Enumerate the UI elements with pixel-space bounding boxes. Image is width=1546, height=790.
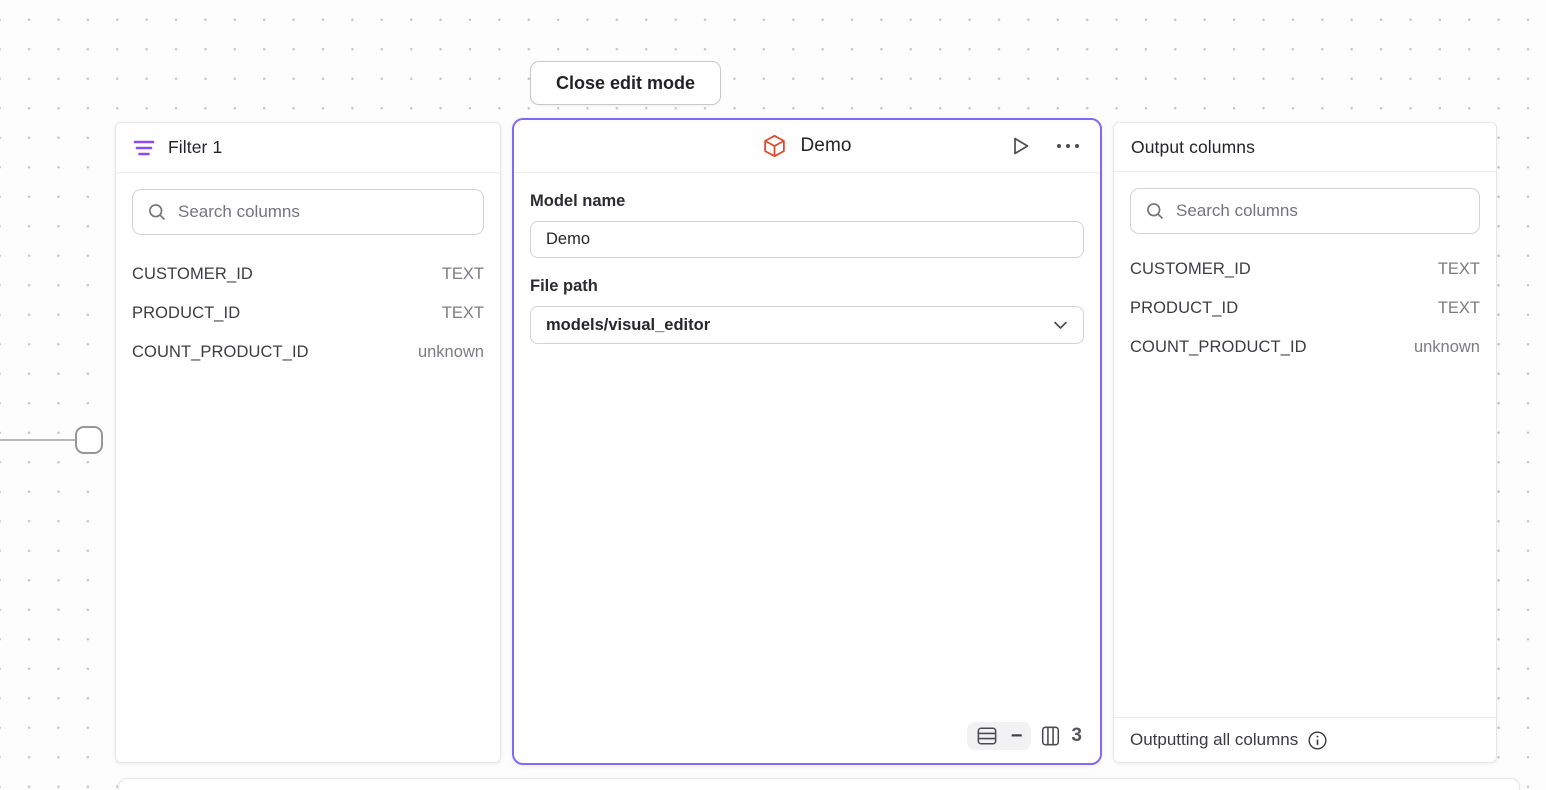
info-icon[interactable] <box>1307 730 1328 751</box>
model-cube-icon <box>762 133 787 159</box>
column-row[interactable]: PRODUCT_ID TEXT <box>1130 289 1480 328</box>
run-model-button[interactable] <box>1008 134 1032 158</box>
column-name: PRODUCT_ID <box>1130 299 1239 317</box>
model-name-label: Model name <box>530 192 626 210</box>
filter-panel-title: Filter 1 <box>168 137 223 157</box>
column-row[interactable]: COUNT_PRODUCT_ID unknown <box>1130 328 1480 367</box>
chevron-down-icon <box>1053 320 1068 330</box>
filter-search-box[interactable] <box>132 189 484 235</box>
column-type: TEXT <box>1437 260 1480 278</box>
column-row[interactable]: COUNT_PRODUCT_ID unknown <box>132 333 484 372</box>
search-icon <box>147 202 167 222</box>
filter-panel: Filter 1 CUSTOMER_ID TEXT PRODUCT_ID TEX <box>115 122 501 763</box>
column-name: COUNT_PRODUCT_ID <box>132 343 309 361</box>
filter-search-input[interactable] <box>178 202 469 222</box>
model-panel-title: Demo <box>800 135 852 156</box>
column-type: TEXT <box>441 265 484 283</box>
output-column-list: CUSTOMER_ID TEXT PRODUCT_ID TEXT COUNT_P… <box>1130 250 1480 367</box>
row-count-stat[interactable]: − <box>966 722 1032 750</box>
filter-panel-header: Filter 1 <box>116 123 500 173</box>
connector-edge <box>0 439 77 441</box>
column-row[interactable]: CUSTOMER_ID TEXT <box>132 255 484 294</box>
output-panel-title: Output columns <box>1131 136 1255 157</box>
output-panel-header: Output columns <box>1114 123 1496 172</box>
output-footer-text: Outputting all columns <box>1130 730 1299 749</box>
column-name: COUNT_PRODUCT_ID <box>1130 338 1307 356</box>
table-rows-icon <box>976 726 998 746</box>
column-type: TEXT <box>441 304 484 322</box>
filter-icon <box>133 139 155 157</box>
ellipsis-icon <box>1055 142 1081 150</box>
column-type: unknown <box>1413 338 1480 356</box>
file-path-select[interactable]: models/visual_editor <box>530 306 1084 344</box>
filter-column-list: CUSTOMER_ID TEXT PRODUCT_ID TEXT COUNT_P… <box>132 255 484 372</box>
row-count-value: − <box>1010 725 1023 747</box>
file-path-label: File path <box>530 277 598 295</box>
output-search-box[interactable] <box>1130 188 1480 234</box>
model-panel-header: Demo <box>514 120 1100 173</box>
file-path-value: models/visual_editor <box>546 315 711 334</box>
table-columns-icon <box>1040 725 1061 747</box>
bottom-panel <box>118 778 1520 790</box>
column-name: CUSTOMER_ID <box>1130 260 1251 278</box>
output-footer: Outputting all columns <box>1114 717 1496 762</box>
connector-handle[interactable] <box>75 426 103 454</box>
column-name: CUSTOMER_ID <box>132 265 253 283</box>
column-name: PRODUCT_ID <box>132 304 241 322</box>
column-row[interactable]: CUSTOMER_ID TEXT <box>1130 250 1480 289</box>
output-search-input[interactable] <box>1176 201 1465 221</box>
model-menu-button[interactable] <box>1055 142 1081 150</box>
output-columns-panel: Output columns CUSTOMER_ID TEXT PRODUCT_… <box>1113 122 1497 763</box>
column-count-value: 3 <box>1071 725 1082 746</box>
search-icon <box>1145 201 1165 221</box>
model-panel: Demo Mod <box>512 118 1102 765</box>
column-type: TEXT <box>1437 299 1480 317</box>
play-icon <box>1008 134 1032 158</box>
model-name-input[interactable] <box>530 221 1084 258</box>
column-type: unknown <box>417 343 484 361</box>
model-stats-bar: − 3 <box>514 722 1100 763</box>
column-row[interactable]: PRODUCT_ID TEXT <box>132 294 484 333</box>
close-edit-mode-button[interactable]: Close edit mode <box>530 61 721 105</box>
